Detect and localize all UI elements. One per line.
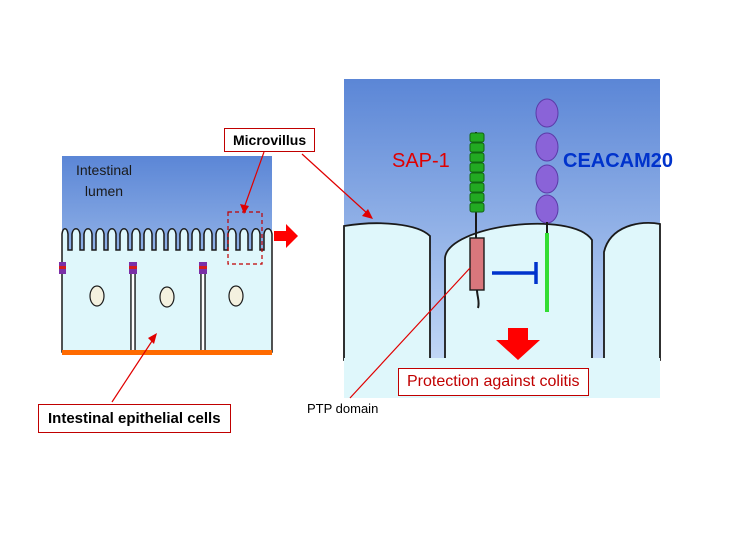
right-cell-right-partial: [603, 222, 661, 361]
ptp-pointer-line: [349, 267, 471, 399]
protection-label: Protection against colitis: [398, 368, 589, 396]
zoom-arrow-icon: [274, 224, 298, 248]
basement-membrane: [62, 350, 272, 355]
sap1-fn3-domains: [469, 132, 485, 213]
epithelial-pointer-line: [111, 337, 155, 403]
cell-boundary-1: [130, 262, 136, 352]
nucleus-1: [89, 285, 105, 307]
right-cell-left-partial: [343, 222, 431, 361]
tight-junction-3b: [199, 266, 207, 269]
microvillus-label: Microvillus: [224, 128, 316, 152]
microvillus-pointer-head: [240, 204, 249, 214]
ceacam20-ig-domain-1: [535, 98, 559, 128]
nucleus-2: [159, 286, 175, 308]
right-panel: [343, 79, 661, 398]
sap1-label: SAP-1: [392, 150, 450, 172]
tight-junction-1b: [59, 266, 66, 269]
ceacam20-label: CEACAM20: [563, 150, 674, 172]
ceacam20-ig-domain-3: [535, 164, 559, 194]
epithelial-pointer-head: [148, 333, 157, 344]
sap1-ptp-domain: [469, 237, 485, 291]
epithelial-cells-label: Intestinal epithelial cells: [38, 404, 231, 433]
cell-gap-1: [131, 262, 135, 352]
cell-gap-2: [201, 262, 205, 352]
nucleus-3: [228, 285, 244, 307]
left-panel: [59, 151, 273, 403]
cell-boundary-2: [200, 262, 206, 352]
ptp-domain-label: PTP domain: [307, 401, 379, 416]
ceacam20-ig-domain-4: [535, 194, 559, 224]
sap1-tail: [476, 289, 480, 309]
outcome-arrow-icon: [496, 328, 540, 360]
microvillus-to-panel-head: [362, 209, 373, 219]
tight-junction-2b: [129, 266, 137, 269]
microvillus-pointer-line: [243, 151, 265, 209]
microvillus-to-panel-line: [301, 153, 369, 215]
ceacam20-ig-domain-2: [535, 132, 559, 162]
intestinal-lumen-label: Intestinal lumen: [75, 162, 133, 199]
